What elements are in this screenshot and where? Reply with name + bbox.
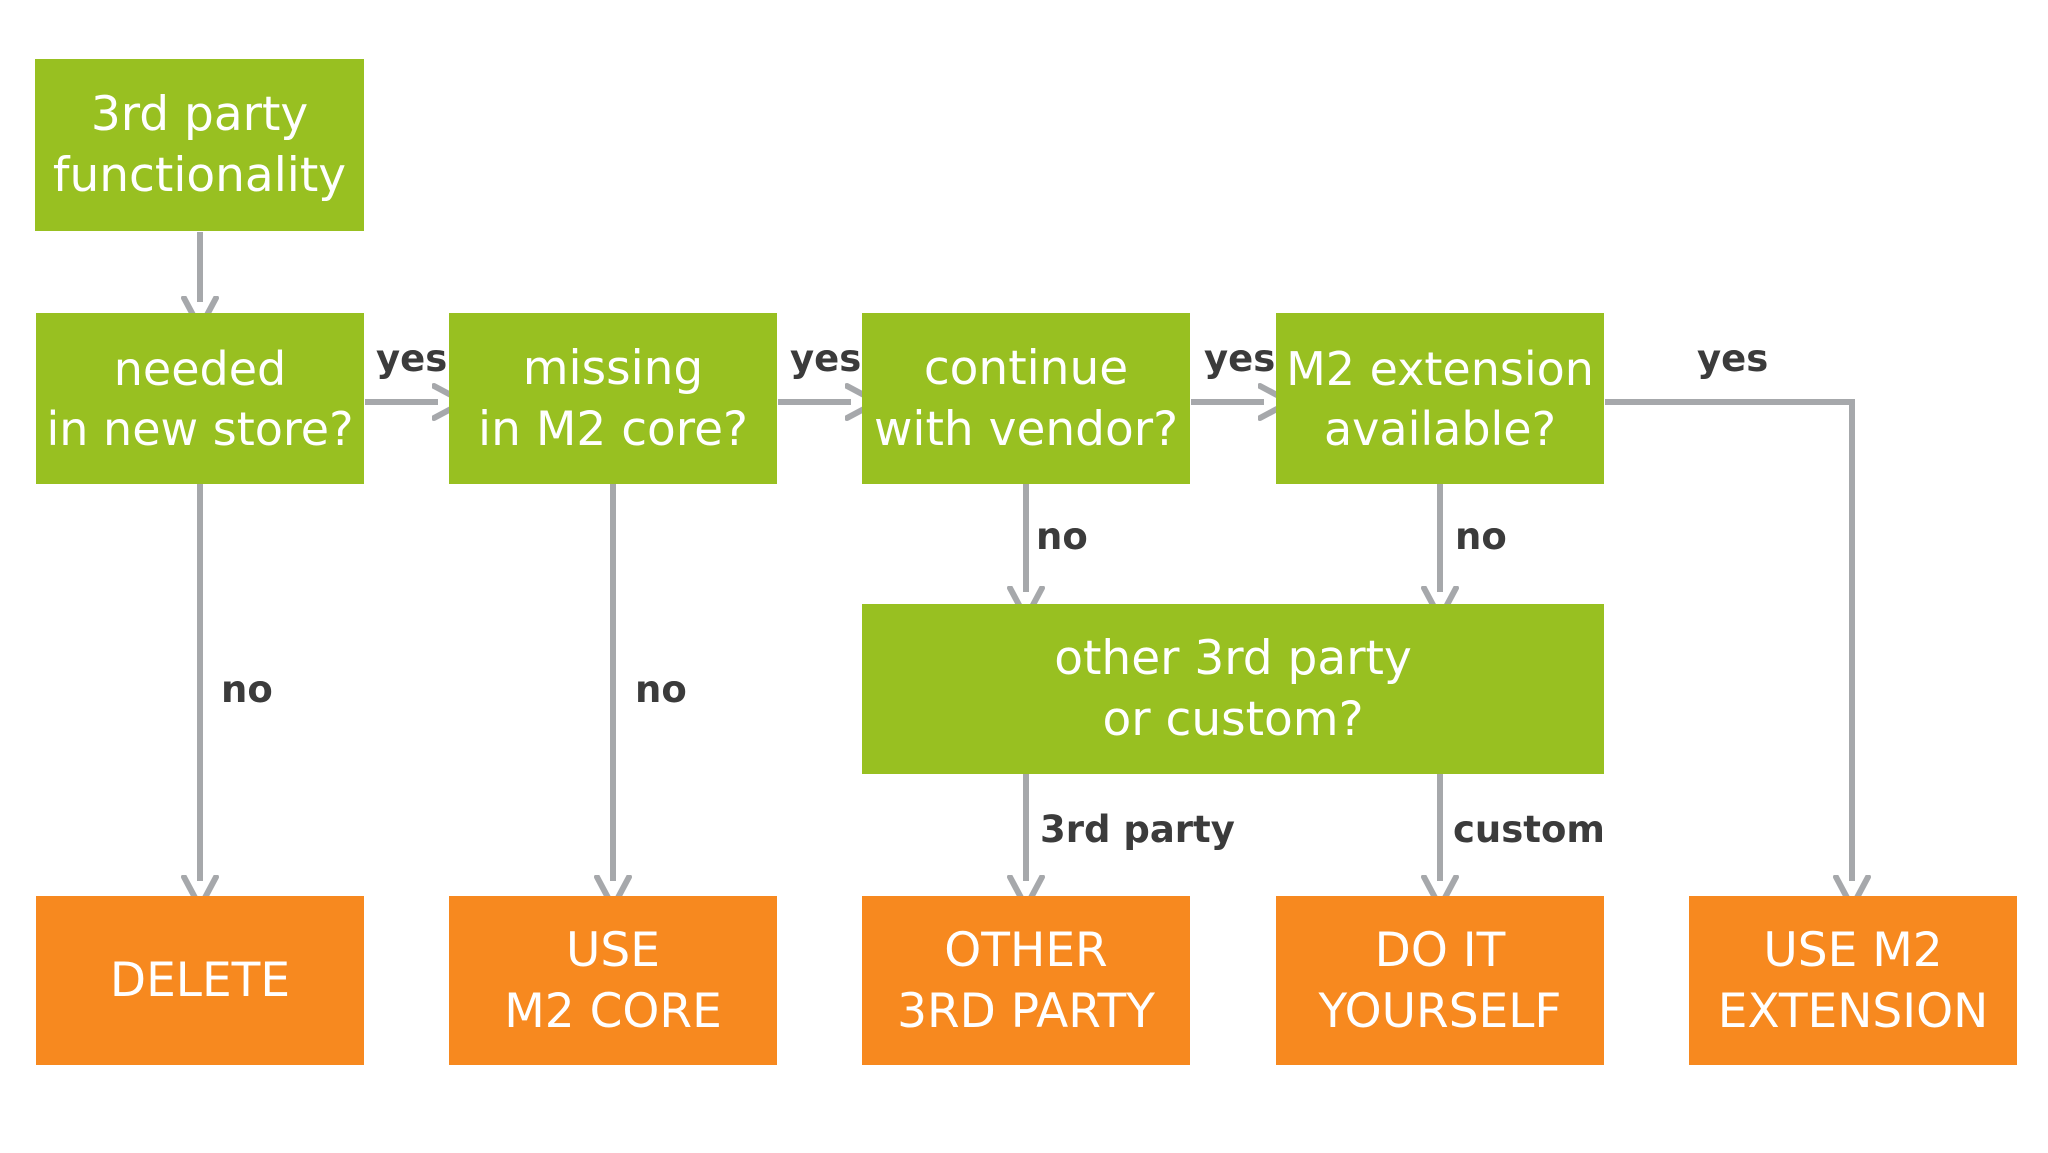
continue-with-vendor-node: continue with vendor?: [862, 313, 1190, 484]
use-core-outcome-line-2: M2 CORE: [504, 983, 722, 1039]
use-m2-core-outcome: USE M2 CORE: [449, 896, 777, 1065]
edge-label-continue-no: no: [1036, 515, 1088, 558]
continue-node-line-2: with vendor?: [873, 401, 1179, 457]
m2-extension-available-node: M2 extension available?: [1276, 313, 1604, 484]
do-it-yourself-outcome: DO IT YOURSELF: [1276, 896, 1604, 1065]
missing-node-line-1: missing: [522, 340, 704, 396]
missing-in-m2-core-node: missing in M2 core?: [449, 313, 777, 484]
edge-label-extension-no: no: [1455, 515, 1507, 558]
do-it-outcome-line-1: DO IT: [1374, 922, 1506, 978]
continue-node-line-1: continue: [923, 340, 1129, 396]
use-extension-outcome-line-2: EXTENSION: [1717, 983, 1989, 1039]
edge-label-third-party: 3rd party: [1040, 808, 1235, 851]
other-or-custom-node: other 3rd party or custom?: [862, 604, 1604, 774]
extension-node-line-2: available?: [1323, 401, 1557, 456]
delete-outcome-line-1: DELETE: [109, 953, 291, 1008]
start-node: 3rd party functionality: [35, 59, 364, 231]
use-m2-extension-outcome: USE M2 EXTENSION: [1689, 896, 2017, 1065]
needed-node-line-2: in new store?: [46, 401, 354, 456]
do-it-outcome-line-2: YOURSELF: [1318, 983, 1562, 1039]
use-extension-outcome-line-1: USE M2: [1763, 922, 1943, 978]
needed-node-line-1: needed: [113, 341, 287, 396]
edge-label-needed-yes: yes: [376, 337, 448, 380]
other-party-outcome-line-1: OTHER: [944, 922, 1108, 978]
other-custom-node-line-1: other 3rd party: [1054, 631, 1412, 686]
edge-label-custom: custom: [1453, 808, 1605, 851]
edge-label-missing-yes: yes: [790, 337, 862, 380]
edge-label-needed-no: no: [221, 668, 273, 711]
other-party-outcome-line-2: 3RD PARTY: [897, 983, 1155, 1039]
edge-label-missing-no: no: [635, 668, 687, 711]
start-node-line-2: functionality: [52, 148, 347, 203]
start-node-line-1: 3rd party: [90, 87, 309, 142]
extension-node-line-1: M2 extension: [1286, 341, 1594, 396]
other-3rd-party-outcome: OTHER 3RD PARTY: [862, 896, 1190, 1065]
needed-in-new-store-node: needed in new store?: [36, 313, 364, 484]
delete-outcome: DELETE: [36, 896, 364, 1065]
missing-node-line-2: in M2 core?: [478, 401, 748, 457]
other-custom-node-line-2: or custom?: [1102, 692, 1364, 747]
edge-label-continue-yes: yes: [1204, 337, 1276, 380]
edge-label-extension-yes: yes: [1697, 337, 1769, 380]
edge-extension-yes: [1605, 399, 1852, 881]
use-core-outcome-line-1: USE: [566, 922, 660, 978]
